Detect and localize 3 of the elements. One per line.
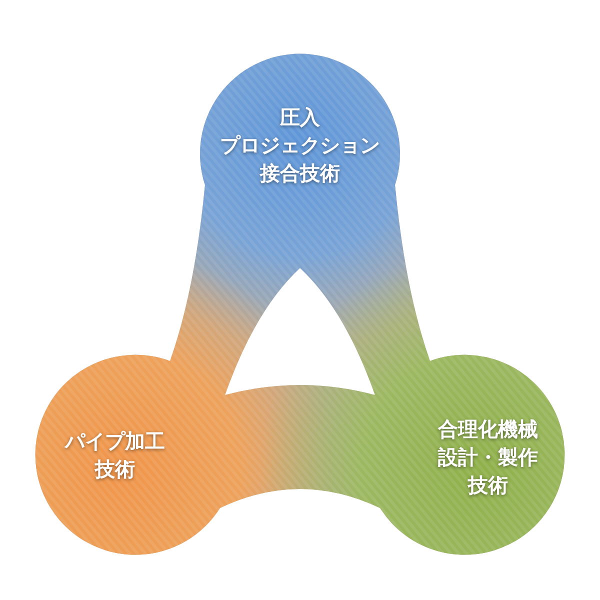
- technology-label: 合理化機械設計・製作技術: [438, 416, 538, 499]
- technology-label: 圧入プロジェクション接合技術: [220, 104, 380, 187]
- technology-label: パイプ加工技術: [65, 428, 165, 483]
